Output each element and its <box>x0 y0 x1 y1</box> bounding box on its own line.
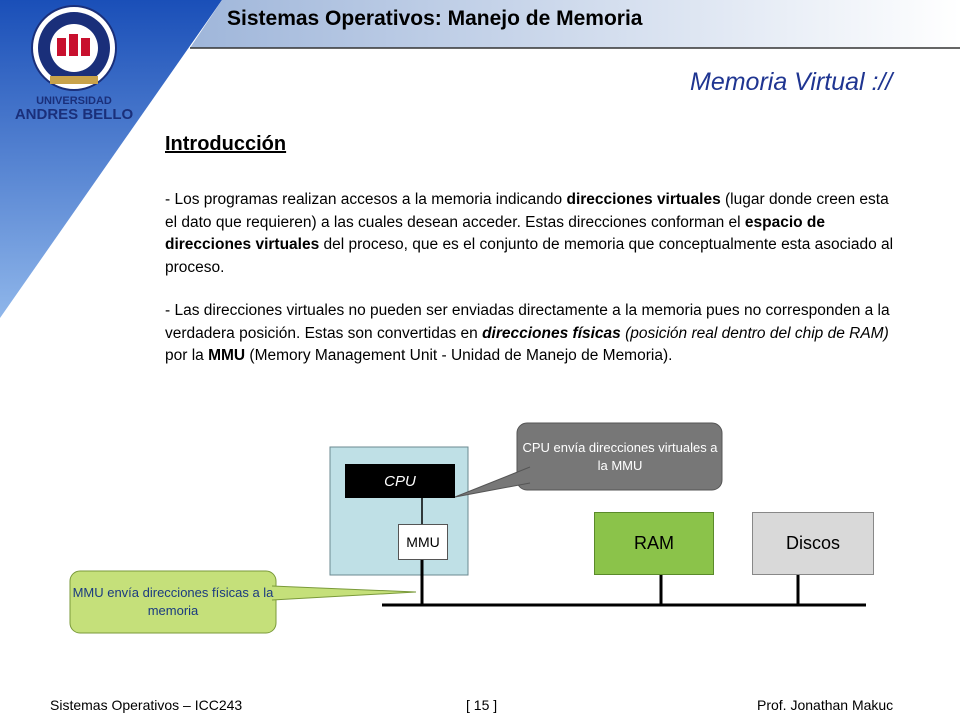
footer-page-number: [ 15 ] <box>466 697 498 713</box>
paragraph-text: por la <box>165 347 209 364</box>
footer-course: Sistemas Operativos – ICC243 <box>50 697 243 713</box>
paragraph-virtual-addresses: - Los programas realizan accesos a la me… <box>165 189 905 279</box>
callout-mmu-text: MMU envía direcciones físicas a la memor… <box>72 585 274 618</box>
logo-text-universidad: UNIVERSIDAD <box>36 95 112 107</box>
ram-box: RAM <box>594 512 714 575</box>
callout-mmu-shape <box>69 570 417 634</box>
callout-cpu-shape <box>454 422 723 498</box>
section-heading: Introducción <box>165 133 287 155</box>
callout-cpu-text: CPU envía direcciones virtuales a la MMU <box>522 440 718 473</box>
university-seal-logo <box>31 5 117 91</box>
paragraph-text: - Las direcciones virtuales no pueden se… <box>165 302 890 342</box>
term-mmu: MMU <box>208 347 246 364</box>
footer-author: Prof. Jonathan Makuc <box>757 697 894 713</box>
paragraph-text: (lugar donde creen esta el dato que requ… <box>165 191 889 231</box>
header-title: Sistemas Operativos: Manejo de Memoria <box>227 7 643 30</box>
logo-text-andres-bello: ANDRES BELLO <box>14 106 134 123</box>
paragraph-text: (Memory Management Unit - Unidad de Mane… <box>245 347 673 364</box>
term-physical-addresses: direcciones físicas <box>482 324 621 342</box>
paragraph-italic-note: (posición real dentro del chip de RAM) <box>625 324 889 342</box>
header-band <box>190 0 960 48</box>
disk-box: Discos <box>752 512 874 575</box>
slide-title: Memoria Virtual :// <box>690 68 893 96</box>
term-virtual-addresses: direcciones virtuales <box>566 191 721 208</box>
paragraph-text: - Los programas realizan accesos a la me… <box>165 191 567 208</box>
paragraph-physical-addresses: - Las direcciones virtuales no pueden se… <box>165 300 905 368</box>
term-virtual-address-space: espacio de direcciones virtuales <box>165 213 825 254</box>
mmu-box: MMU <box>398 524 448 560</box>
paragraph-text: del proceso, que es el conjunto de memor… <box>165 236 894 276</box>
cpu-box: CPU <box>345 464 455 498</box>
